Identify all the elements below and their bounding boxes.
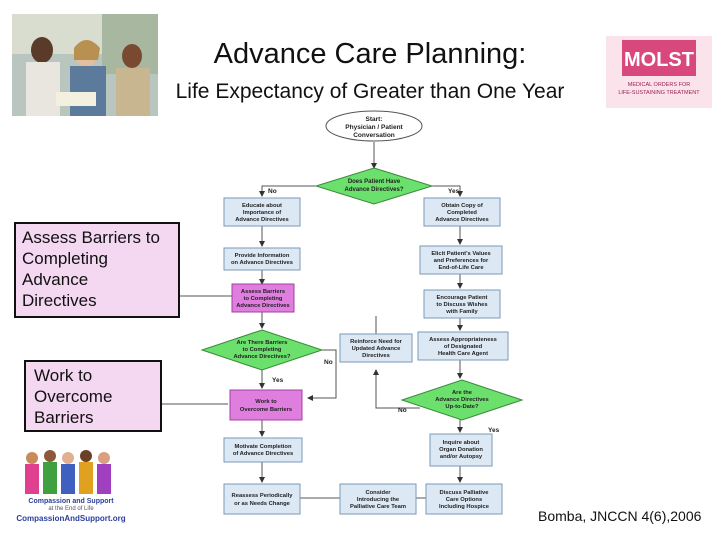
d2-line-1: Are There Barriers xyxy=(237,340,288,346)
start-line-2: Physician / Patient xyxy=(345,124,403,131)
educate-line-3: Advance Directives xyxy=(235,217,289,223)
box-palliative-options: Discuss Palliative Care Options Includin… xyxy=(426,484,502,514)
elicit-line-3: End-of-Life Care xyxy=(438,265,484,271)
work-line-2: Overcome Barriers xyxy=(240,407,292,413)
callout-work-to-overcome: Work to Overcome Barriers xyxy=(24,360,162,432)
assess-line-2: to Completing xyxy=(244,296,283,302)
reassess-line-1: Reassess Periodically xyxy=(232,493,294,499)
d3-line-2: Advance Directives xyxy=(435,397,489,403)
callout-assess-line-1: Assess Barriers to xyxy=(22,227,172,248)
reinforce-line-3: Directives xyxy=(362,353,390,359)
callout-work-line-3: Barriers xyxy=(34,407,154,428)
agent-line-1: Assess Appropriateness xyxy=(429,337,497,343)
palliative-opts-line-1: Discuss Palliative xyxy=(440,490,490,496)
decision-has-advance-directives: Does Patient Have Advance Directives? xyxy=(316,168,432,204)
compassion-support-logo: Compassion and Support at the End of Lif… xyxy=(12,446,130,526)
d2-line-2: to Completing xyxy=(243,347,282,353)
box-educate: Educate about Importance of Advance Dire… xyxy=(224,198,300,226)
box-motivate: Motivate Completion of Advance Directive… xyxy=(224,438,302,462)
reinforce-line-1: Reinforce Need for xyxy=(350,339,403,345)
agent-line-3: Health Care Agent xyxy=(438,351,488,357)
palliative-opts-line-3: Including Hospice xyxy=(439,504,490,510)
d1-yes-label: Yes xyxy=(448,188,460,195)
elicit-line-1: Elicit Patient's Values xyxy=(431,251,490,257)
box-organ-donation: Inquire about Organ Donation and/or Auto… xyxy=(430,434,492,466)
box-assess-barriers: Assess Barriers to Completing Advance Di… xyxy=(232,284,294,312)
elicit-line-2: and Preferences for xyxy=(434,258,489,264)
cs-logo-line-1: Compassion and Support xyxy=(12,498,130,505)
motivate-line-1: Motivate Completion xyxy=(234,444,291,450)
callout-work-line-2: Overcome xyxy=(34,386,154,407)
educate-line-1: Educate about xyxy=(242,203,282,209)
d3-yes-label: Yes xyxy=(488,427,500,434)
copy-line-3: Advance Directives xyxy=(435,217,489,223)
assess-line-3: Advance Directives xyxy=(236,303,290,309)
motivate-line-2: of Advance Directives xyxy=(233,451,293,457)
box-elicit-values: Elicit Patient's Values and Preferences … xyxy=(420,246,502,274)
provide-line-1: Provide Information xyxy=(235,253,290,259)
palliative-team-line-2: Introducing the xyxy=(357,497,400,503)
d3-no-label: No xyxy=(398,407,407,414)
callout-assess-line-3: Advance xyxy=(22,269,172,290)
box-reinforce: Reinforce Need for Updated Advance Direc… xyxy=(340,334,412,362)
d2-line-3: Advance Directives? xyxy=(233,354,290,360)
decision-barriers: Are There Barriers to Completing Advance… xyxy=(202,330,322,370)
callout-work-line-1: Work to xyxy=(34,365,154,386)
cs-logo-url: CompassionAndSupport.org xyxy=(12,514,130,523)
callout-assess-line-2: Completing xyxy=(22,248,172,269)
callout-assess-barriers: Assess Barriers to Completing Advance Di… xyxy=(14,222,180,318)
assess-line-1: Assess Barriers xyxy=(241,289,285,295)
callout-assess-line-4: Directives xyxy=(22,290,172,311)
start-node: Start: Physician / Patient Conversation xyxy=(326,111,422,141)
copy-line-1: Obtain Copy of xyxy=(441,203,483,209)
box-assess-agent: Assess Appropriateness of Designated Hea… xyxy=(418,332,508,360)
d1-line-1: Does Patient Have xyxy=(348,179,401,185)
d2-no-label: No xyxy=(324,359,333,366)
box-work-to-overcome: Work to Overcome Barriers xyxy=(230,390,302,420)
d3-line-3: Up-to-Date? xyxy=(445,404,479,410)
box-reassess: Reassess Periodically or as Needs Change xyxy=(224,484,300,514)
organ-line-3: and/or Autopsy xyxy=(440,454,483,460)
educate-line-2: Importance of xyxy=(243,210,281,216)
box-obtain-copy: Obtain Copy of Completed Advance Directi… xyxy=(424,198,500,226)
start-line-1: Start: xyxy=(366,116,383,123)
encourage-line-1: Encourage Patient xyxy=(437,295,488,301)
start-line-3: Conversation xyxy=(353,132,395,139)
reinforce-line-2: Updated Advance xyxy=(352,346,402,352)
work-line-1: Work to xyxy=(255,399,277,405)
d1-no-label: No xyxy=(268,188,277,195)
provide-line-2: on Advance Directives xyxy=(231,260,293,266)
people-icon xyxy=(25,450,111,494)
box-encourage: Encourage Patient to Discuss Wishes with… xyxy=(424,290,500,318)
organ-line-1: Inquire about xyxy=(443,440,480,446)
palliative-opts-line-2: Care Options xyxy=(446,497,482,503)
reassess-line-2: or as Needs Change xyxy=(234,501,291,507)
d3-line-1: Are the xyxy=(452,390,473,396)
cs-logo-line-2: at the End of Life xyxy=(12,506,130,512)
decision-up-to-date: Are the Advance Directives Up-to-Date? xyxy=(402,380,522,420)
citation: Bomba, JNCCN 4(6),2006 xyxy=(538,508,701,524)
agent-line-2: of Designated xyxy=(444,344,483,350)
palliative-team-line-3: Palliative Care Team xyxy=(350,504,406,510)
d1-line-2: Advance Directives? xyxy=(344,187,403,193)
encourage-line-3: with Family xyxy=(445,309,478,315)
box-palliative-team: Consider Introducing the Palliative Care… xyxy=(340,484,416,514)
organ-line-2: Organ Donation xyxy=(439,447,483,453)
box-provide-information: Provide Information on Advance Directive… xyxy=(224,248,300,270)
d2-yes-label: Yes xyxy=(272,377,284,384)
copy-line-2: Completed xyxy=(447,210,477,216)
encourage-line-2: to Discuss Wishes xyxy=(436,302,487,308)
palliative-team-line-1: Consider xyxy=(365,490,391,496)
